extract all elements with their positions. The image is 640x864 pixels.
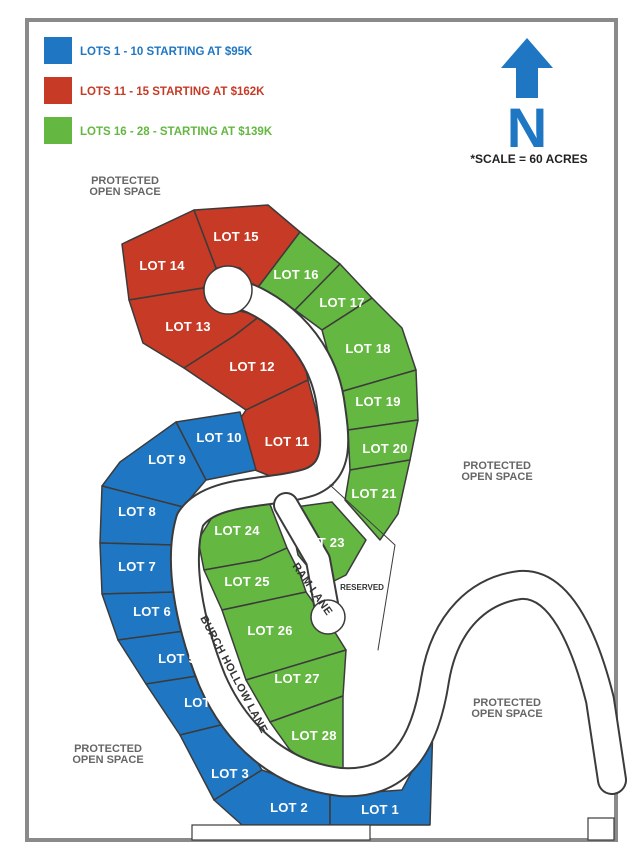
bottom-right-stub bbox=[587, 817, 615, 841]
lot-15-label: LOT 15 bbox=[213, 229, 258, 244]
lot-25-label: LOT 25 bbox=[224, 574, 269, 589]
legend: LOTS 1 - 10 STARTING AT $95K LOTS 11 - 1… bbox=[44, 37, 273, 144]
lot-8-label: LOT 8 bbox=[118, 504, 156, 519]
lot-18-label: LOT 18 bbox=[345, 341, 390, 356]
open-space-bottom-right-line1: PROTECTED bbox=[473, 697, 541, 709]
lot-12-label: LOT 12 bbox=[229, 359, 274, 374]
lot-20-label: LOT 20 bbox=[362, 441, 407, 456]
roads-layer bbox=[169, 265, 627, 798]
open-space-top-left-line2: OPEN SPACE bbox=[89, 186, 160, 198]
north-letter: N bbox=[507, 96, 547, 159]
reserved-label: RESERVED bbox=[340, 583, 384, 592]
lot-13-label: LOT 13 bbox=[165, 319, 210, 334]
open-space-bottom-right-line2: OPEN SPACE bbox=[471, 708, 542, 720]
lot-21-label: LOT 21 bbox=[351, 486, 396, 501]
lot-10-label: LOT 10 bbox=[196, 430, 241, 445]
lot-5-label: LOT 5 bbox=[158, 651, 196, 666]
legend-label-blue: LOTS 1 - 10 STARTING AT $95K bbox=[80, 46, 253, 58]
north-arrow-icon: N bbox=[501, 38, 553, 159]
lot-28-label: LOT 28 bbox=[291, 728, 336, 743]
lot-4-label: LOT 4 bbox=[184, 695, 222, 710]
burch-hollow-cul-de-sac bbox=[203, 265, 253, 315]
open-space-right-line1: PROTECTED bbox=[463, 460, 531, 472]
open-space-bottom-left-line2: OPEN SPACE bbox=[72, 754, 143, 766]
lot-11-label: LOT 11 bbox=[265, 434, 310, 449]
open-space-bottom-left-line1: PROTECTED bbox=[74, 743, 142, 755]
lot-labels: LOT 1 LOT 2 LOT 3 LOT 4 LOT 5 LOT 6 LOT … bbox=[118, 229, 407, 817]
legend-label-green: LOTS 16 - 28 - STARTING AT $139K bbox=[80, 126, 273, 138]
legend-swatch-red bbox=[44, 77, 72, 104]
legend-label-red: LOTS 11 - 15 STARTING AT $162K bbox=[80, 86, 265, 98]
legend-swatch-green bbox=[44, 117, 72, 144]
lot-26-label: LOT 26 bbox=[247, 623, 292, 638]
lot-16-label: LOT 16 bbox=[273, 267, 318, 282]
lot-2-label: LOT 2 bbox=[270, 800, 308, 815]
ram-lane-cul-de-sac bbox=[310, 599, 346, 635]
lot-19-label: LOT 19 bbox=[355, 394, 400, 409]
lot-23-label: LOT 23 bbox=[299, 535, 344, 550]
open-space-top-left-line1: PROTECTED bbox=[91, 175, 159, 187]
lot-24-label: LOT 24 bbox=[214, 523, 260, 538]
open-space-right-line2: OPEN SPACE bbox=[461, 471, 532, 483]
lot-21-parcel[interactable] bbox=[344, 459, 411, 541]
legend-swatch-blue bbox=[44, 37, 72, 64]
lot-3-label: LOT 3 bbox=[211, 766, 249, 781]
lot-6-label: LOT 6 bbox=[133, 604, 171, 619]
lot-9-label: LOT 9 bbox=[148, 452, 186, 467]
lot-1-label: LOT 1 bbox=[361, 802, 399, 817]
lot-27-label: LOT 27 bbox=[274, 671, 319, 686]
lot-17-label: LOT 17 bbox=[319, 295, 364, 310]
bottom-road-stub bbox=[191, 824, 371, 841]
scale-note: *SCALE = 60 ACRES bbox=[470, 152, 587, 166]
lot-14-label: LOT 14 bbox=[139, 258, 185, 273]
lot-9-parcel[interactable] bbox=[101, 421, 207, 508]
lot-7-label: LOT 7 bbox=[118, 559, 156, 574]
